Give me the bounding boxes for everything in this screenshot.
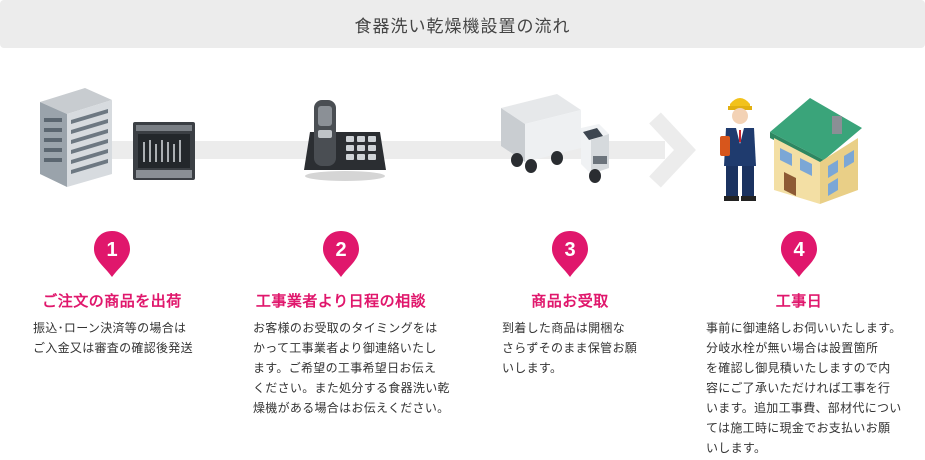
description-line: 分岐水栓が無い場合は設置箇所 xyxy=(706,341,879,355)
title-bar: 食器洗い乾燥機設置の流れ xyxy=(0,0,925,48)
description-line: 燥機がある場合はお伝えください。 xyxy=(253,401,450,415)
step-title: 商品お受取 xyxy=(531,292,609,310)
page-title: 食器洗い乾燥機設置の流れ xyxy=(354,16,571,37)
worker-house-icon xyxy=(720,98,862,204)
step-number: 4 xyxy=(793,239,805,261)
description-line: を確認し御見積いたしますので内 xyxy=(706,361,891,375)
description-line: 事前に御連絡しお伺いいたします。 xyxy=(706,321,902,335)
step-number: 2 xyxy=(335,239,346,261)
step-marker: 4 xyxy=(781,231,817,277)
description-line: 容にご了承いただければ工事を行 xyxy=(706,381,891,395)
step-marker: 1 xyxy=(94,231,130,277)
building-dishwasher-icon xyxy=(40,88,195,187)
description-line: ては施工時に現金でお支払いお願 xyxy=(706,421,891,435)
step-number: 3 xyxy=(564,239,575,261)
truck-icon xyxy=(501,94,609,183)
description-line: さらずそのまま保管お願 xyxy=(502,341,638,355)
step-marker: 3 xyxy=(552,231,588,277)
description-line: かって工事業者より御連絡いたし xyxy=(253,341,437,355)
step-description: 振込･ローン決済等の場合は ご入金又は審査の確認後発送 xyxy=(33,318,193,358)
telephone-icon xyxy=(304,100,386,181)
description-line: いします。 xyxy=(502,361,563,375)
step-title: ご注文の商品を出荷 xyxy=(42,292,182,310)
description-line: お客様のお受取のタイミングをは xyxy=(253,321,438,335)
description-line: 振込･ローン決済等の場合は xyxy=(33,321,187,335)
description-line: ます。ご希望の工事希望日お伝え xyxy=(253,361,437,375)
step-description: 事前に御連絡しお伺いいたします。 分岐水栓が無い場合は設置箇所 を確認し御見積い… xyxy=(706,318,902,458)
step-marker: 2 xyxy=(323,231,359,277)
step-description: お客様のお受取のタイミングをは かって工事業者より御連絡いたし ます。ご希望の工… xyxy=(253,318,450,418)
step-number: 1 xyxy=(106,239,117,261)
description-line: います。追加工事費、部材代につい xyxy=(706,401,902,415)
description-line: ご入金又は審査の確認後発送 xyxy=(33,341,193,355)
step-description: 到着した商品は開梱な さらずそのまま保管お願 いします。 xyxy=(502,318,637,378)
step-title: 工事業者より日程の相談 xyxy=(255,292,427,310)
description-line: ください。また処分する食器洗い乾 xyxy=(253,381,450,395)
description-line: いします。 xyxy=(706,441,767,455)
description-line: 到着した商品は開梱な xyxy=(502,321,626,335)
step-title: 工事日 xyxy=(775,292,823,310)
